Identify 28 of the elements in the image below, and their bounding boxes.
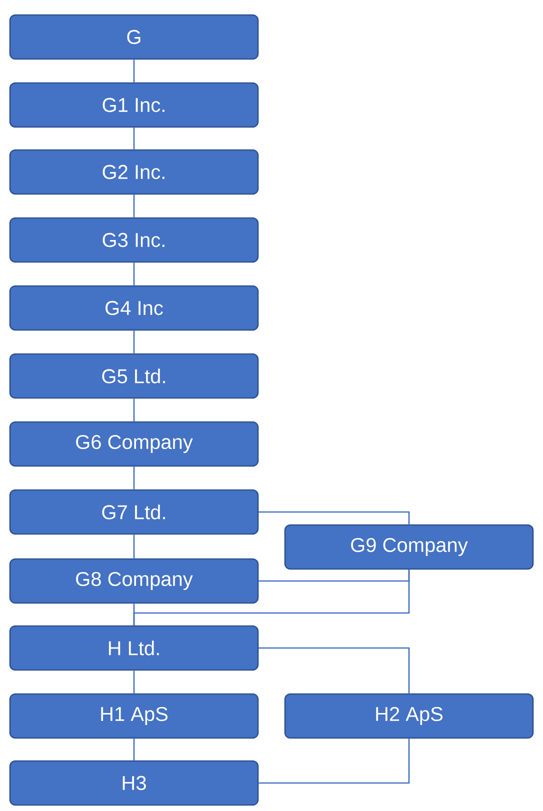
connector-line — [133, 128, 135, 150]
connector-line — [133, 466, 135, 490]
connector-line — [133, 262, 135, 286]
connector-line — [133, 194, 135, 218]
company-box: G6 Company — [9, 421, 259, 467]
company-box: G — [9, 14, 259, 60]
company-box: G4 Inc — [9, 285, 259, 331]
connector-line — [133, 398, 135, 422]
company-box: G9 Company — [284, 524, 534, 570]
connector-line — [258, 647, 410, 694]
company-box: G1 Inc. — [9, 82, 259, 128]
connector-line — [133, 570, 410, 626]
company-box: G2 Inc. — [9, 149, 259, 195]
connector-line — [133, 330, 135, 354]
connector-line — [258, 511, 410, 524]
connector-line — [133, 534, 135, 558]
company-box: G7 Ltd. — [9, 489, 259, 535]
connector-line — [133, 670, 135, 694]
company-box: H Ltd. — [9, 625, 259, 671]
company-box: H1 ApS — [9, 693, 259, 739]
connector-line — [133, 60, 135, 82]
company-box: G5 Ltd. — [9, 353, 259, 399]
company-box: G3 Inc. — [9, 217, 259, 263]
company-box: H3 — [9, 760, 259, 806]
connector-line — [258, 738, 410, 784]
company-box: G8 Company — [9, 558, 259, 604]
company-box: H2 ApS — [284, 693, 534, 739]
connector-line — [133, 738, 135, 760]
